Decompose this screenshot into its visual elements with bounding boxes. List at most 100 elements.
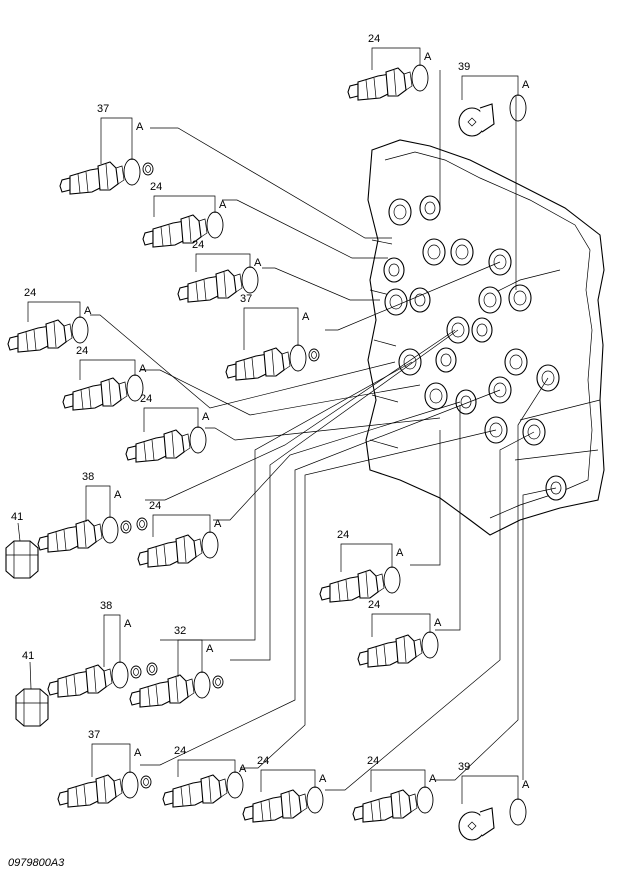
union-fitting: [357, 634, 423, 668]
fitting-group: 37A: [57, 729, 152, 808]
o-ring-icon: [121, 771, 139, 799]
part-number-callout: 24: [140, 393, 152, 405]
o-ring-ref-letter: A: [522, 779, 530, 791]
fitting-group: 24A: [142, 181, 227, 248]
part-number-callout: 39: [458, 761, 470, 773]
union-fitting: [37, 519, 103, 553]
backup-ring-icon: [308, 348, 320, 362]
part-number-callout: 37: [88, 729, 100, 741]
o-ring-icon: [411, 64, 429, 92]
fitting-group: 24A: [352, 755, 437, 823]
o-ring-ref-letter: A: [136, 121, 144, 133]
o-ring-ref-letter: A: [424, 51, 432, 63]
o-ring-ref-letter: A: [319, 773, 327, 785]
callout-41-lower: 41: [22, 650, 34, 662]
backup-ring-icon: [120, 520, 132, 534]
o-ring-icon: [421, 631, 439, 659]
fitting-group: 38A: [47, 600, 158, 698]
union-fitting: [57, 774, 123, 808]
part-number-callout: 24: [368, 33, 380, 45]
o-ring-icon: [101, 516, 119, 544]
o-ring-icon: [189, 426, 207, 454]
o-ring-ref-letter: A: [239, 763, 247, 775]
union-fitting: [162, 774, 228, 808]
o-ring-ref-letter: A: [114, 489, 122, 501]
o-ring-ref-letter: A: [302, 311, 310, 323]
backup-ring-icon: [142, 162, 154, 176]
callout-41-upper: 41: [11, 511, 23, 523]
cap-plug-fitting: [458, 103, 495, 137]
o-ring-ref-letter: A: [202, 411, 210, 423]
union-fitting: [59, 161, 125, 195]
part-number-callout: 24: [24, 287, 36, 299]
part-number-callout: 24: [174, 745, 186, 757]
o-ring-icon: [206, 211, 224, 239]
o-ring-ref-letter: A: [429, 773, 437, 785]
o-ring-icon: [71, 316, 89, 344]
leader-lines: [90, 70, 557, 791]
part-number-callout: 24: [150, 181, 162, 193]
union-fitting: [7, 319, 73, 353]
o-ring-icon: [509, 798, 527, 826]
union-fitting: [319, 569, 385, 603]
fitting-group: 24A: [347, 33, 432, 101]
fitting-group: 24A: [319, 529, 404, 603]
o-ring-icon: [241, 266, 259, 294]
o-ring-icon: [509, 94, 527, 122]
o-ring-ref-letter: A: [219, 199, 227, 211]
o-ring-ref-letter: A: [396, 547, 404, 559]
part-number-callout: 38: [100, 600, 112, 612]
o-ring-ref-letter: A: [134, 747, 142, 759]
o-ring-ref-letter: A: [139, 363, 147, 375]
o-ring-icon: [416, 786, 434, 814]
fitting-group: 24A: [125, 393, 210, 463]
union-fitting: [177, 269, 243, 303]
o-ring-ref-letter: A: [214, 518, 222, 530]
part-number-callout: 32: [174, 625, 186, 637]
part-number-callout: 24: [149, 500, 161, 512]
part-number-callout: 24: [337, 529, 349, 541]
union-fitting: [352, 789, 418, 823]
fitting-group: 24A: [162, 745, 247, 808]
o-ring-icon: [193, 671, 211, 699]
union-fitting: [242, 789, 308, 823]
o-ring-ref-letter: A: [434, 617, 442, 629]
fitting-group: 24A: [242, 755, 327, 823]
fitting-group: 37A: [225, 293, 320, 381]
union-fitting: [47, 664, 113, 698]
cap-plug-fitting: [458, 807, 495, 841]
fitting-group: 24A: [7, 287, 92, 353]
union-fitting: [225, 347, 291, 381]
fitting-group: 24A: [137, 500, 222, 568]
backup-ring-icon: [212, 675, 224, 689]
fitting-group: 37A: [59, 103, 154, 195]
fitting-group: 39A: [458, 761, 530, 841]
backup-ring-icon: [146, 662, 158, 676]
o-ring-icon: [111, 661, 129, 689]
o-ring-ref-letter: A: [522, 79, 530, 91]
part-number-callout: 38: [82, 471, 94, 483]
union-fitting: [129, 674, 195, 708]
o-ring-icon: [123, 158, 141, 186]
part-number-callout: 24: [192, 239, 204, 251]
o-ring-ref-letter: A: [124, 618, 132, 630]
fitting-group: 24A: [62, 345, 147, 411]
plug-41-upper: 41: [5, 511, 39, 579]
union-fitting: [125, 429, 191, 463]
o-ring-ref-letter: A: [254, 257, 262, 269]
o-ring-icon: [289, 344, 307, 372]
backup-ring-icon: [140, 775, 152, 789]
union-fitting: [137, 534, 203, 568]
plug-41-lower: 41: [15, 650, 49, 727]
o-ring-icon: [226, 771, 244, 799]
part-number-callout: 24: [76, 345, 88, 357]
union-fitting: [62, 377, 128, 411]
o-ring-ref-letter: A: [84, 305, 92, 317]
o-ring-ref-letter: A: [206, 643, 214, 655]
o-ring-icon: [383, 566, 401, 594]
part-number-callout: 37: [240, 293, 252, 305]
fitting-group: 24A: [357, 599, 442, 668]
part-number-callout: 24: [367, 755, 379, 767]
backup-ring-icon: [130, 665, 142, 679]
